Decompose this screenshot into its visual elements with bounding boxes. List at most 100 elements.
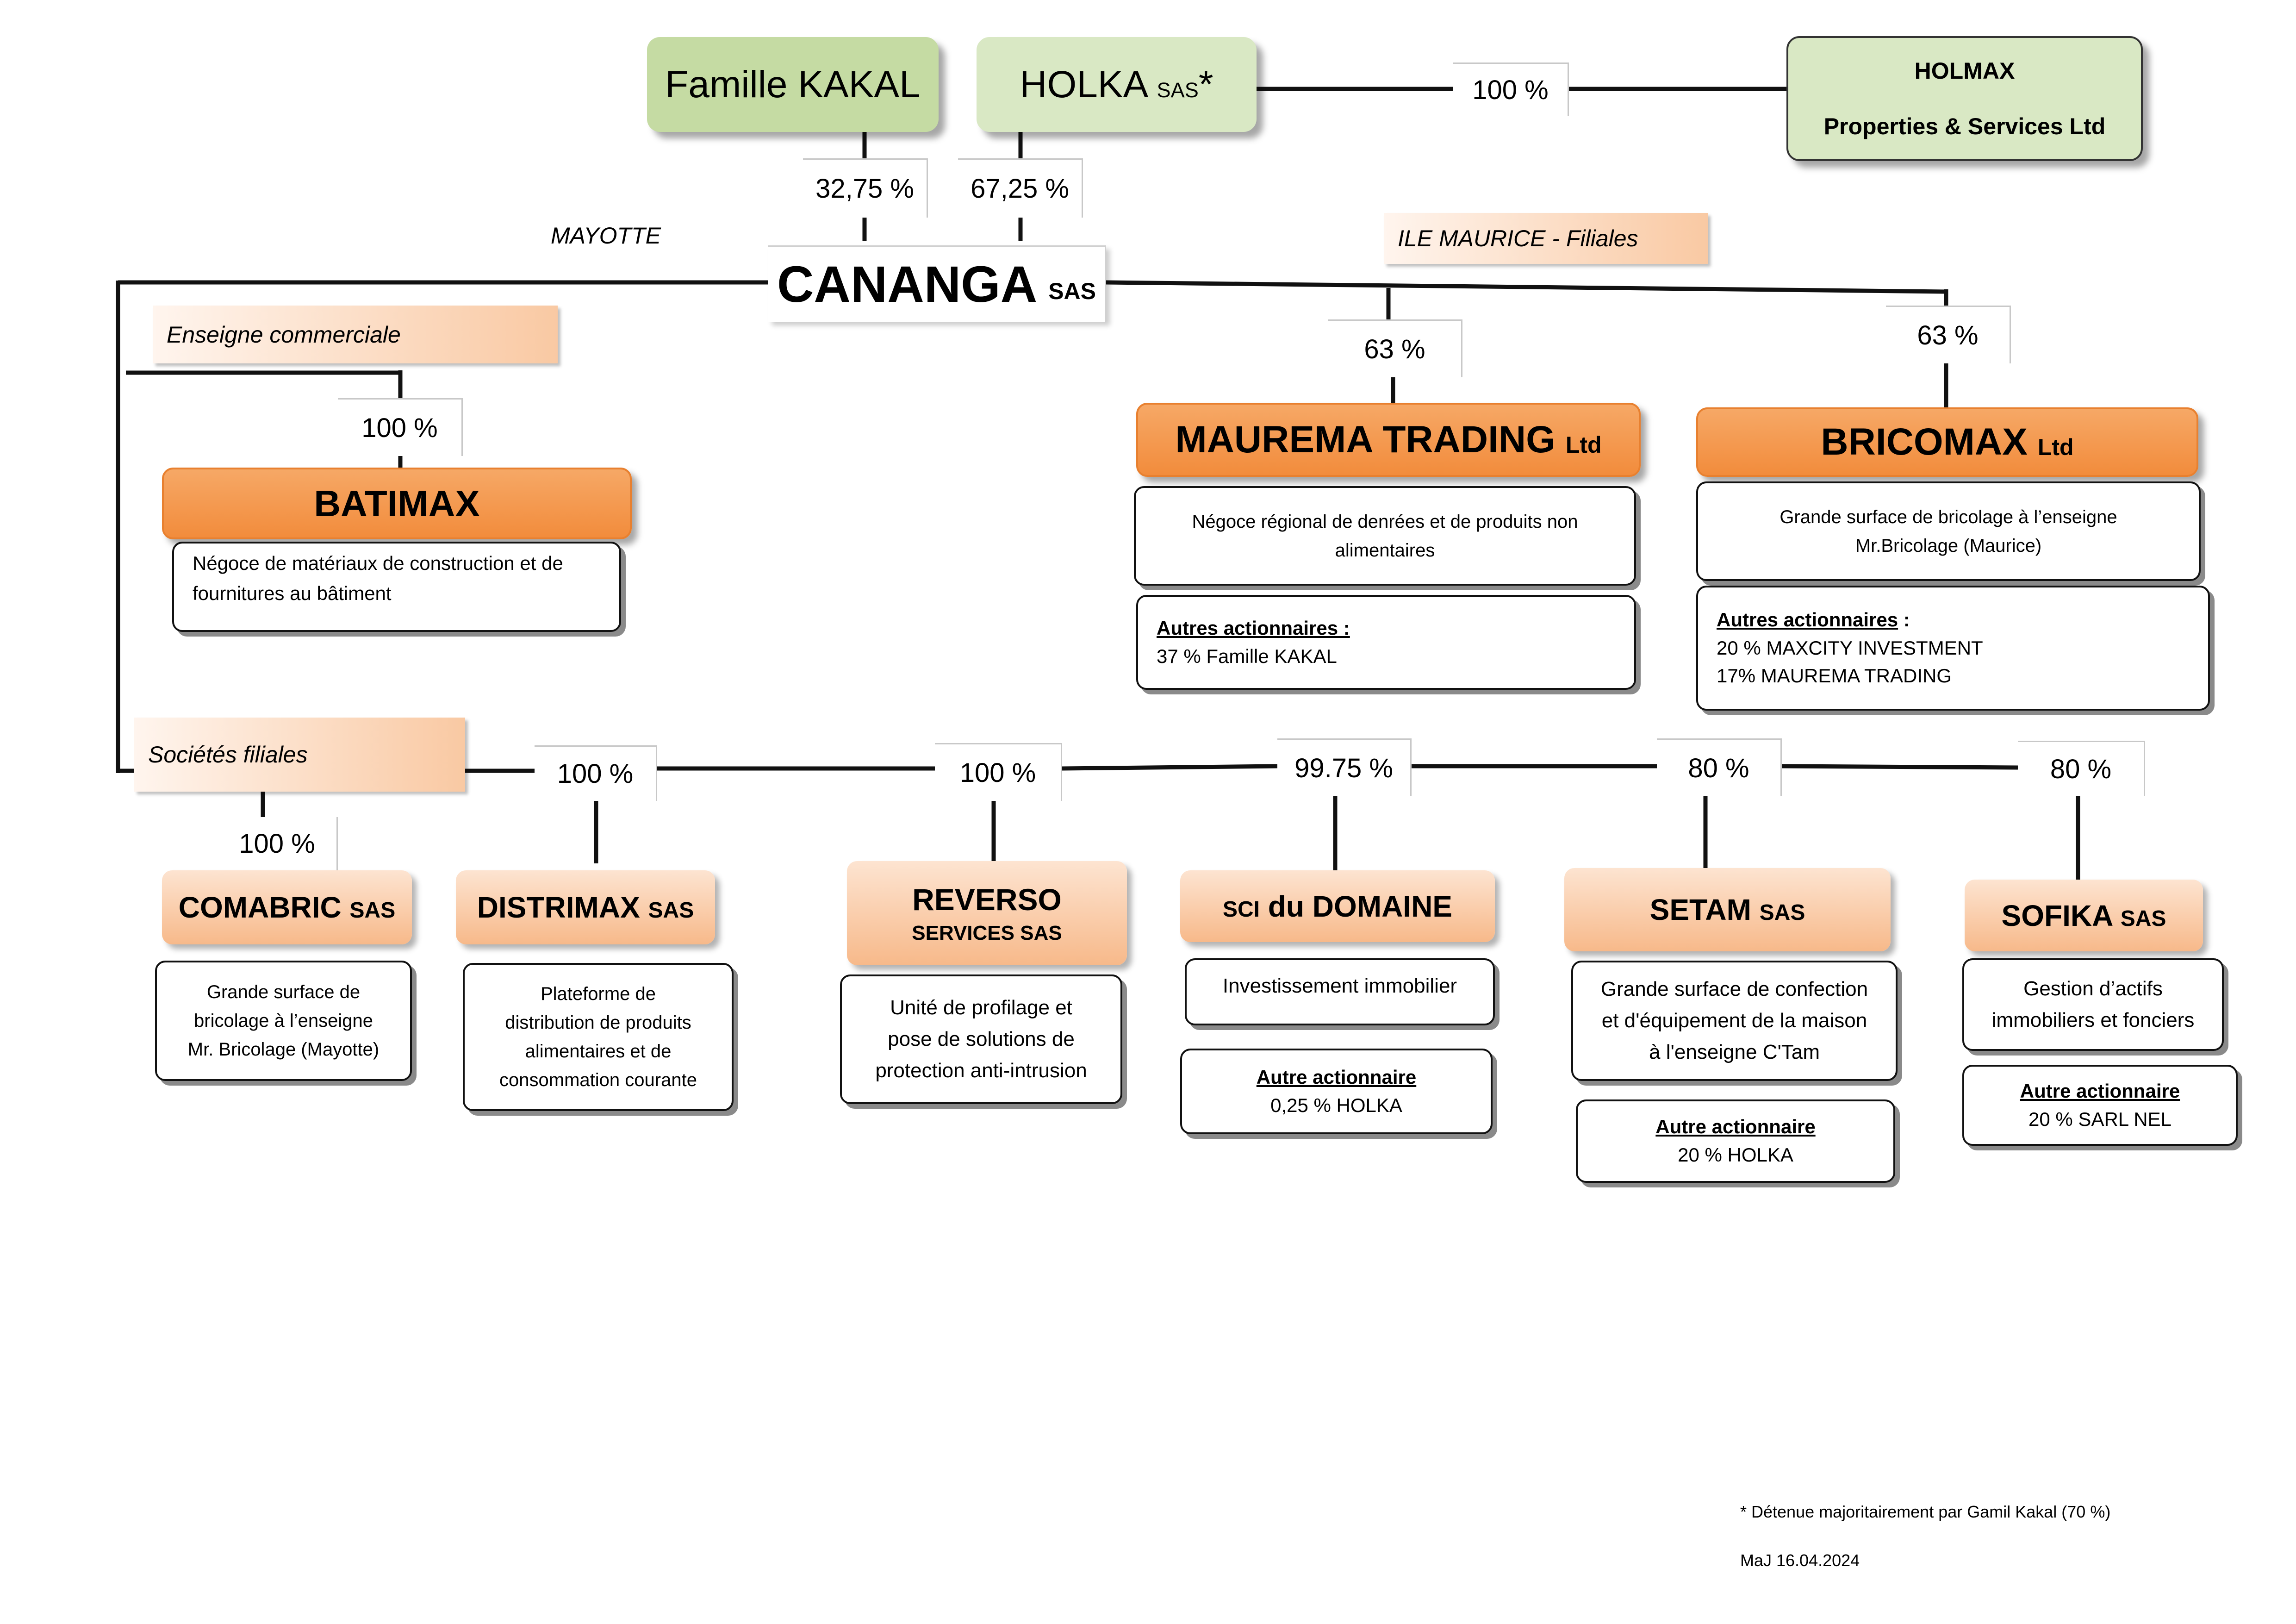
maurema-desc: Négoce régional de denrées et de produit… <box>1134 486 1636 586</box>
bricomax-suffix: Ltd <box>2037 434 2074 460</box>
ile-maurice-text: ILE MAURICE - Filiales <box>1398 225 1638 251</box>
sci-shareholder-1: 0,25 % HOLKA <box>1270 1094 1402 1116</box>
distrimax-title: DISTRIMAX SAS <box>477 890 694 924</box>
distrimax-pct-label: 100 % <box>557 759 634 789</box>
distrimax-desc-line4: consommation courante <box>499 1070 697 1090</box>
bricomax-name: BRICOMAX <box>1821 421 2028 463</box>
holka-label: HOLKA SAS* <box>1020 63 1213 106</box>
reverso-desc-line2: pose de solutions de <box>888 1027 1075 1050</box>
batimax-box: BATIMAX <box>162 468 632 539</box>
sofika-pct: 80 % <box>2018 741 2145 796</box>
holmax-name: HOLMAX <box>1914 58 2015 84</box>
sofika-desc-line2: immobiliers et fonciers <box>1991 1009 2195 1031</box>
enseigne-tag: Enseigne commerciale <box>153 306 558 363</box>
comabric-pct-label: 100 % <box>239 829 315 859</box>
bricomax-shareholders: Autres actionnaires : 20 % MAXCITY INVES… <box>1696 586 2210 711</box>
bricomax-desc-line2: Mr.Bricolage (Maurice) <box>1855 535 2042 556</box>
holka-star: * <box>1198 63 1213 106</box>
setam-shareholders-title: Autre actionnaire <box>1655 1116 1816 1138</box>
comabric-title: COMABRIC SAS <box>179 890 395 924</box>
footnote: * Détenue majoritairement par Gamil Kaka… <box>1740 1502 2110 1522</box>
holka-holmax-pct-label: 100 % <box>1472 75 1549 105</box>
distrimax-desc-line1: Plateforme de <box>540 984 656 1004</box>
bricomax-shareholder-2: 17% MAUREMA TRADING <box>1717 665 1952 687</box>
enseigne-text: Enseigne commerciale <box>167 321 401 348</box>
comabric-desc-line2: bricolage à l’enseigne <box>194 1011 373 1031</box>
setam-shareholders: Autre actionnaire 20 % HOLKA <box>1576 1099 1895 1183</box>
maurema-desc-line2: alimentaires <box>1335 540 1435 561</box>
setam-box: SETAM SAS <box>1564 868 1891 951</box>
holka-pct-label: 67,25 % <box>971 174 1069 204</box>
maurema-shareholders-title: Autres actionnaires : <box>1157 617 1350 639</box>
cananga-suffix: SAS <box>1048 278 1096 304</box>
reverso-desc: Unité de profilage et pose de solutions … <box>840 974 1122 1104</box>
holka-holmax-pct: 100 % <box>1453 62 1569 116</box>
sci-shareholders: Autre actionnaire 0,25 % HOLKA <box>1180 1049 1493 1134</box>
sci-prefix: SCI <box>1223 897 1260 922</box>
reverso-suffix: SERVICES SAS <box>912 921 1062 944</box>
reverso-pct: 100 % <box>935 743 1062 801</box>
maurema-shareholders: Autres actionnaires : 37 % Famille KAKAL <box>1136 595 1636 690</box>
cananga-box: CANANGA SAS <box>768 245 1106 322</box>
comabric-pct: 100 % <box>218 817 338 870</box>
batimax-name: BATIMAX <box>314 482 480 524</box>
maurema-pct-label: 63 % <box>1364 334 1425 364</box>
maurema-pct: 63 % <box>1328 319 1462 377</box>
distrimax-desc-line3: alimentaires et de <box>525 1041 672 1062</box>
bricomax-desc: Grande surface de bricolage à l’enseigne… <box>1696 481 2201 581</box>
comabric-desc: Grande surface de bricolage à l’enseigne… <box>155 961 412 1081</box>
bricomax-shareholders-colon: : <box>1898 608 1910 631</box>
distrimax-name: DISTRIMAX <box>477 891 640 924</box>
comabric-suffix: SAS <box>349 898 396 923</box>
filiales-tag: Sociétés filiales <box>134 718 465 792</box>
batimax-desc-line1: Négoce de matériaux de construction et d… <box>193 552 563 574</box>
maurema-box: MAUREMA TRADING Ltd <box>1136 403 1641 477</box>
sci-pct-label: 99.75 % <box>1294 753 1393 783</box>
comabric-name: COMABRIC <box>178 891 342 924</box>
sci-name: du DOMAINE <box>1268 889 1452 923</box>
sofika-title: SOFIKA SAS <box>2002 899 2166 933</box>
setam-desc-line1: Grande surface de confection <box>1600 977 1868 1000</box>
sci-box: SCI du DOMAINE <box>1180 870 1495 942</box>
sofika-shareholders: Autre actionnaire 20 % SARL NEL <box>1962 1065 2238 1146</box>
setam-title: SETAM SAS <box>1650 893 1805 927</box>
setam-desc-line2: et d'équipement de la maison <box>1601 1009 1867 1032</box>
reverso-desc-line1: Unité de profilage et <box>890 996 1072 1019</box>
famille-pct: 32,75 % <box>803 158 928 218</box>
setam-pct-label: 80 % <box>1688 753 1749 783</box>
footnote-text: * Détenue majoritairement par Gamil Kaka… <box>1740 1502 2111 1521</box>
sofika-desc: Gestion d’actifs immobiliers et fonciers <box>1962 958 2224 1051</box>
sci-shareholders-title: Autre actionnaire <box>1256 1066 1417 1088</box>
sci-title: SCI du DOMAINE <box>1223 889 1452 924</box>
sofika-pct-label: 80 % <box>2050 754 2112 784</box>
bricomax-shareholders-title-text: Autres actionnaires <box>1717 608 1898 631</box>
holka-name: HOLKA <box>1020 63 1146 106</box>
batimax-desc: Négoce de matériaux de construction et d… <box>172 542 621 632</box>
sofika-suffix: SAS <box>2120 906 2166 931</box>
bricomax-pct: 63 % <box>1886 306 2011 363</box>
sofika-name: SOFIKA <box>2001 899 2112 932</box>
distrimax-box: DISTRIMAX SAS <box>456 870 715 944</box>
setam-desc: Grande surface de confection et d'équipe… <box>1571 961 1898 1081</box>
sofika-shareholders-title: Autre actionnaire <box>2020 1080 2180 1102</box>
bricomax-shareholder-1: 20 % MAXCITY INVESTMENT <box>1717 637 1983 659</box>
holmax-subtitle: Properties & Services Ltd <box>1823 113 2106 139</box>
batimax-pct: 100 % <box>338 398 463 456</box>
distrimax-suffix: SAS <box>648 898 694 923</box>
setam-shareholder-1: 20 % HOLKA <box>1678 1144 1793 1166</box>
bricomax-pct-label: 63 % <box>1917 320 1979 350</box>
reverso-box: REVERSO SERVICES SAS <box>847 861 1127 965</box>
famille-kakal-box: Famille KAKAL <box>647 37 939 132</box>
update-date: MaJ 16.04.2024 <box>1740 1551 1860 1570</box>
famille-pct-label: 32,75 % <box>815 174 914 204</box>
sofika-shareholder-1: 20 % SARL NEL <box>2028 1108 2172 1130</box>
maurema-suffix: Ltd <box>1565 432 1602 458</box>
bricomax-desc-line1: Grande surface de bricolage à l’enseigne <box>1780 506 2117 527</box>
sofika-box: SOFIKA SAS <box>1965 880 2203 951</box>
distrimax-desc: Plateforme de distribution de produits a… <box>463 963 734 1111</box>
filiales-text: Sociétés filiales <box>148 742 308 768</box>
cananga-name: CANANGA <box>777 256 1038 313</box>
setam-pct: 80 % <box>1657 738 1782 796</box>
bricomax-shareholders-title: Autres actionnaires : <box>1717 606 2190 634</box>
mayotte-text: MAYOTTE <box>551 223 661 249</box>
